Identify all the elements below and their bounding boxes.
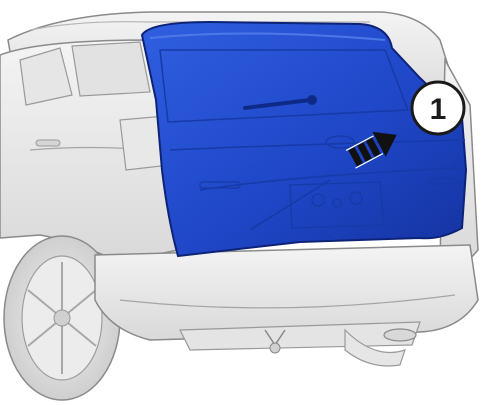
callout-marker: 1 bbox=[412, 82, 464, 134]
rear-bumper bbox=[95, 245, 478, 353]
callout-label: 1 bbox=[430, 93, 447, 126]
